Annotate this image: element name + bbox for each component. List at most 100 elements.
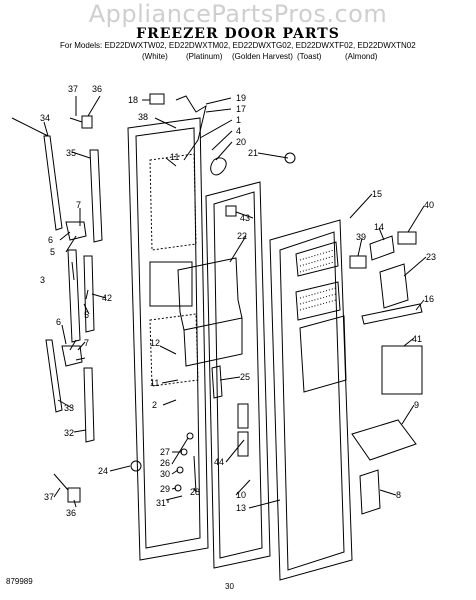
hinge-screw-top (81, 115, 93, 129)
door-gasket-inner (213, 191, 263, 559)
bumper-24 (130, 460, 142, 472)
insulation-top (149, 153, 197, 251)
callout-23: 23 (426, 252, 436, 262)
chute-23 (379, 263, 409, 309)
diagram-code: 879989 (6, 577, 33, 586)
panel-41 (381, 345, 423, 395)
callout-22: 22 (237, 231, 247, 241)
callout-37-bottom: 37 (44, 492, 54, 502)
trim-strip-32 (83, 367, 95, 443)
panel-window (149, 261, 193, 307)
callout-36-top: 36 (92, 84, 102, 94)
callout-37-top: 37 (68, 84, 78, 94)
dispenser-housing (177, 257, 243, 331)
ice-chute-grille (295, 241, 339, 277)
callout-19: 19 (236, 93, 246, 103)
trim-16 (361, 303, 423, 325)
watermark: AppliancePartsPros.com (88, 0, 388, 28)
callout-41: 41 (412, 334, 422, 344)
color-white: (White) (142, 52, 168, 61)
clip-43 (225, 205, 237, 217)
color-toast: (Toast) (297, 52, 322, 61)
actuator-39 (349, 255, 367, 269)
screw-31 (165, 495, 183, 501)
cam-20 (210, 157, 227, 176)
trim-strip-33 (45, 339, 63, 413)
callout-7-top: 7 (76, 200, 81, 210)
callout-6-bottom: 6 (56, 317, 61, 327)
callout-34: 34 (40, 113, 50, 123)
callout-3: 3 (40, 275, 45, 285)
door-gasket (205, 181, 271, 569)
callout-40: 40 (424, 200, 434, 210)
models-line: For Models: ED22DWXTW02, ED22DWXTM02, ED… (60, 41, 416, 50)
callout-31: 31 (156, 498, 166, 508)
pin-30 (176, 466, 184, 474)
callout-9: 9 (414, 400, 419, 410)
callout-35: 35 (66, 148, 76, 158)
color-platinum: (Platinum) (186, 52, 223, 61)
trim-strip-3 (67, 249, 81, 343)
page-title: FREEZER DOOR PARTS (136, 26, 340, 42)
callout-14: 14 (374, 222, 384, 232)
callout-29: 29 (160, 484, 170, 494)
color-golden-harvest: (Golden Harvest) (232, 52, 293, 61)
callout-44: 44 (214, 457, 224, 467)
inner-door-liner (269, 219, 353, 581)
trim-strip-34 (43, 135, 63, 231)
callout-33: 33 (64, 403, 74, 413)
outer-door-panel-inner-edge (135, 127, 201, 549)
callout-36-bottom: 36 (66, 508, 76, 518)
handle-25 (211, 365, 223, 399)
callout-18: 18 (128, 95, 138, 105)
callout-6-top: 6 (48, 235, 53, 245)
switch-40 (397, 231, 417, 245)
callout-20: 20 (236, 137, 246, 147)
callout-30: 30 (160, 469, 170, 479)
callout-32: 32 (64, 428, 74, 438)
screw-37-bottom (53, 473, 69, 491)
page-number: 30 (225, 582, 234, 591)
hinge-cover-18 (149, 93, 165, 105)
hinge-bracket (65, 221, 87, 241)
callout-11a: 11 (170, 152, 179, 162)
bracket-14 (369, 235, 395, 261)
tray-grille-8 (359, 469, 381, 515)
callout-26: 26 (160, 458, 170, 468)
callout-1: 1 (236, 115, 241, 125)
callout-2: 2 (152, 400, 157, 410)
callout-21: 21 (248, 148, 258, 158)
hinge-block-36 (67, 487, 81, 503)
callout-7-bottom: 7 (84, 338, 89, 348)
dispenser-recess (295, 281, 341, 321)
callout-24: 24 (98, 466, 108, 476)
callout-5-bottom: 5 (84, 310, 89, 320)
callout-12: 12 (150, 338, 160, 348)
outer-door-panel (127, 117, 209, 561)
dispenser-paddle-area (299, 315, 347, 393)
callout-10: 10 (236, 490, 246, 500)
screw-37-top (69, 117, 83, 123)
callout-4: 4 (236, 126, 241, 136)
dispenser-recess-slats (299, 287, 337, 311)
callout-43: 43 (240, 213, 250, 223)
trim-strip-35 (89, 149, 103, 243)
callout-15: 15 (372, 189, 382, 199)
washer-26 (186, 432, 194, 440)
callout-11b: 11 (150, 378, 159, 388)
insert-44-b (237, 431, 249, 457)
leader-lines (11, 95, 427, 509)
drip-tray-9 (351, 419, 417, 461)
inner-door-liner-inner (279, 231, 345, 571)
handle-bracket-lower (61, 345, 83, 367)
insulation-bottom (149, 313, 199, 387)
color-almond: (Almond) (345, 52, 378, 61)
callout-5-top: 5 (50, 247, 55, 257)
callout-39: 39 (356, 232, 366, 242)
callout-25: 25 (240, 372, 250, 382)
dispenser-housing-front (183, 318, 243, 367)
callout-16: 16 (424, 294, 434, 304)
callout-13: 13 (236, 503, 246, 513)
